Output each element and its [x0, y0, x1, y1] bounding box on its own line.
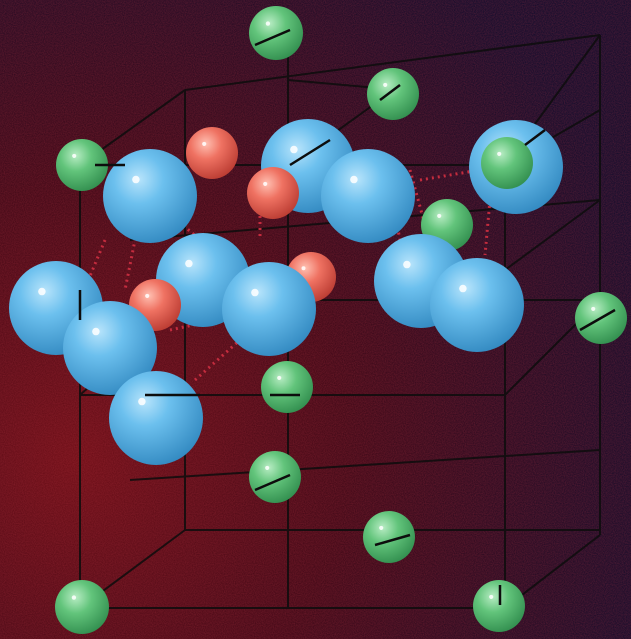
green-atom-highlight-9 [379, 525, 384, 530]
cell-edge-24 [129, 449, 601, 481]
edge-stub-3 [254, 473, 291, 492]
green-atom-highlight-8 [265, 465, 270, 470]
blue-atom-highlight-4 [132, 175, 140, 184]
red-atom-2 [247, 167, 299, 219]
cell-edge-26 [504, 199, 601, 271]
green-atom-highlight-5 [437, 213, 442, 218]
red-atom-highlight-1 [202, 141, 207, 146]
blue-atom-9 [430, 258, 524, 352]
blue-atom-11 [109, 371, 203, 465]
atoms [9, 6, 627, 634]
bond-6 [194, 338, 241, 382]
edge-stub-2 [379, 84, 401, 101]
green-atom-2 [367, 68, 419, 120]
bond-12 [408, 169, 442, 281]
bond-10 [419, 168, 481, 182]
green-atom-10 [55, 580, 109, 634]
edge-stub-8 [289, 138, 331, 167]
red-atom-highlight-4 [145, 293, 150, 298]
cell-edge-5 [184, 34, 601, 91]
blue-atom-4 [103, 149, 197, 243]
red-atom-highlight-3 [301, 266, 306, 271]
edge-stub-5 [579, 308, 616, 332]
green-atom-highlight-7 [277, 375, 282, 380]
green-atom-highlight-1 [265, 21, 271, 26]
green-atom-highlight-2 [383, 82, 388, 87]
edge-stub-4 [374, 533, 411, 547]
green-atom-9 [363, 511, 415, 563]
blue-atom-3 [321, 149, 415, 243]
blue-atom-highlight-10 [92, 327, 100, 336]
green-atom-8 [249, 451, 301, 503]
green-atom-1 [249, 6, 303, 60]
blue-atom-highlight-8 [251, 288, 259, 297]
green-atom-highlight-11 [489, 594, 494, 599]
blue-atom-highlight-5 [185, 259, 193, 268]
red-atom-1 [186, 127, 238, 179]
green-atom-highlight-6 [591, 306, 596, 311]
green-atom-3 [56, 139, 108, 191]
blue-atom-highlight-9 [459, 284, 467, 293]
red-atom-highlight-2 [263, 181, 268, 186]
green-atom-highlight-3 [72, 153, 77, 158]
green-atom-7 [261, 361, 313, 413]
green-atom-highlight-4 [497, 151, 502, 156]
edge-stub-1 [254, 28, 291, 47]
green-atom-11 [473, 580, 525, 632]
blue-atom-highlight-3 [350, 175, 358, 184]
blue-atom-10 [63, 301, 157, 395]
blue-atom-highlight-11 [138, 397, 146, 406]
blue-atom-highlight-6 [403, 260, 411, 269]
blue-atom-highlight-1 [290, 145, 298, 154]
green-atom-highlight-10 [71, 595, 77, 600]
green-atom-4 [481, 137, 533, 189]
blue-atom-highlight-7 [38, 287, 46, 296]
blue-atom-8 [222, 262, 316, 356]
edge-stub-9 [524, 129, 546, 146]
